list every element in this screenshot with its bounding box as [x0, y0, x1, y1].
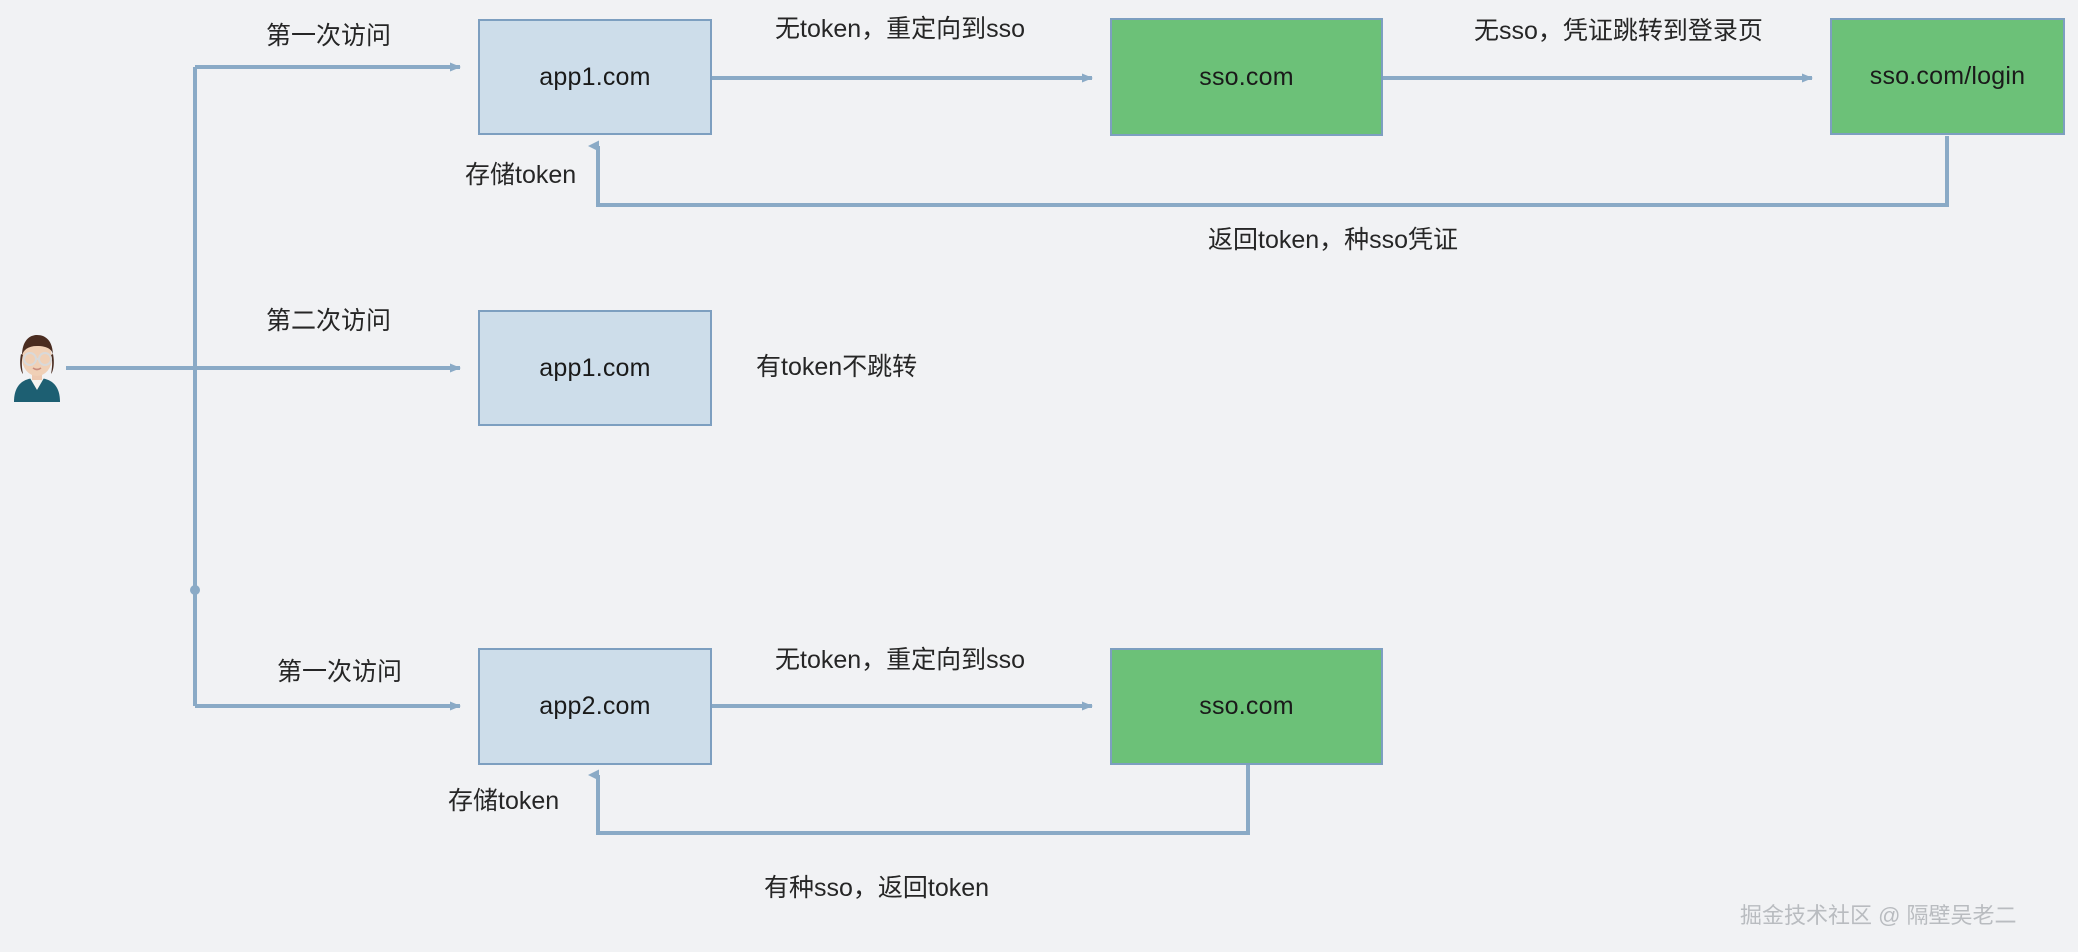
label-has-sso-return-token: 有种sso，返回token	[764, 874, 990, 902]
node-label: sso.com	[1199, 62, 1294, 91]
connector-login-back-to-app1	[588, 136, 1949, 207]
label-second-visit: 第二次访问	[266, 307, 392, 335]
node-sso-top[interactable]: sso.com	[1110, 18, 1383, 136]
connector-sso-back-to-app2	[588, 764, 1250, 835]
label-first-visit-bottom: 第一次访问	[277, 658, 403, 686]
trunk-junction-dot	[190, 585, 200, 595]
label-no-token-redirect-bottom: 无token，重定向到sso	[775, 646, 1026, 674]
node-label: sso.com/login	[1869, 62, 2026, 90]
node-sso-login[interactable]: sso.com/login	[1830, 18, 2065, 135]
node-label: app1.com	[539, 353, 651, 382]
label-return-token-plant-sso: 返回token，种sso凭证	[1208, 226, 1459, 254]
node-app1-first-visit[interactable]: app1.com	[478, 19, 712, 135]
node-sso-bottom[interactable]: sso.com	[1110, 648, 1383, 765]
person-avatar-icon	[8, 330, 66, 402]
label-no-sso-goto-login: 无sso，凭证跳转到登录页	[1474, 17, 1763, 45]
node-label: app1.com	[539, 62, 651, 91]
label-first-visit-top: 第一次访问	[266, 22, 392, 50]
label-has-token-no-redirect: 有token不跳转	[756, 353, 918, 381]
label-store-token-bottom: 存储token	[448, 787, 560, 815]
label-store-token-top: 存储token	[465, 161, 577, 189]
node-app2-first-visit[interactable]: app2.com	[478, 648, 712, 765]
node-app1-second-visit[interactable]: app1.com	[478, 310, 712, 426]
node-label: app2.com	[539, 692, 651, 720]
watermark: 掘金技术社区 @ 隔壁吴老二	[1740, 903, 2017, 928]
node-label: sso.com	[1199, 692, 1294, 720]
label-no-token-redirect-top: 无token，重定向到sso	[775, 15, 1026, 43]
